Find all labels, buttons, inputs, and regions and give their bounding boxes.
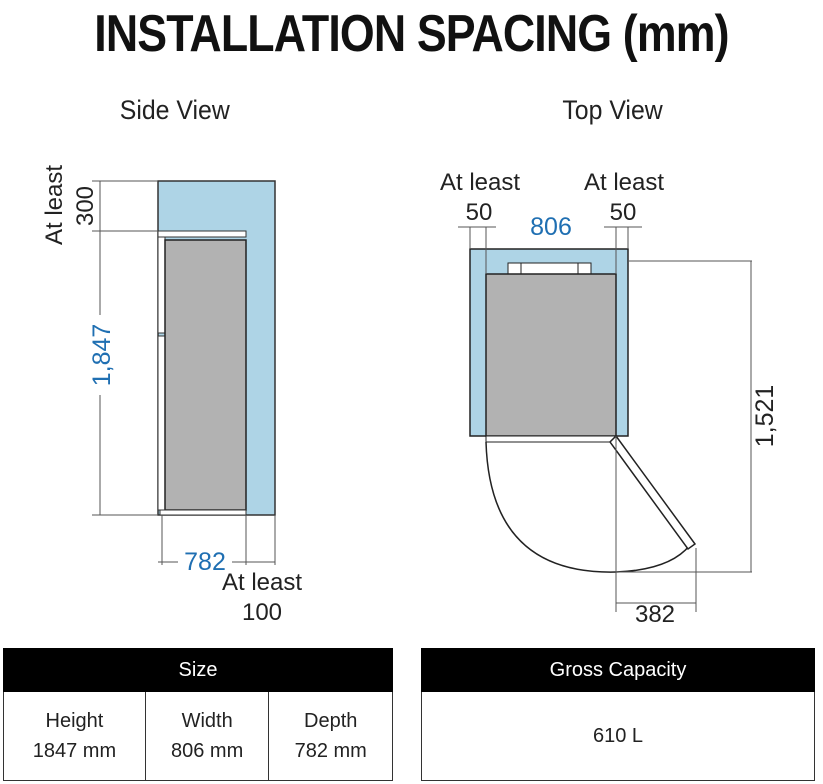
fridge-door-upper — [157, 236, 166, 334]
fridge-body — [164, 239, 247, 511]
top-door-swing-value: 382 — [635, 601, 675, 628]
size-height-cell: Height 1847 mm — [3, 691, 146, 781]
side-height-value: 1,847 — [88, 324, 116, 387]
capacity-value: 610 L — [421, 691, 815, 781]
capacity-table-header: Gross Capacity — [421, 648, 815, 692]
fridge-door-lower — [157, 335, 166, 511]
top-width-value: 806 — [530, 213, 572, 241]
fridge-base — [159, 509, 247, 516]
side-back-clearance-label: At least — [222, 569, 302, 596]
fridge-top-body — [485, 273, 617, 437]
side-top-clearance-label: At least — [41, 165, 68, 245]
top-view — [458, 226, 752, 612]
side-depth-value: 782 — [184, 548, 226, 576]
fridge-top-cap — [157, 230, 247, 238]
top-right-clearance-value: 50 — [610, 199, 637, 226]
side-back-clearance-value: 100 — [242, 599, 282, 626]
side-top-clearance-value: 300 — [72, 186, 99, 226]
handle-bar — [507, 262, 592, 275]
size-depth-label: Depth — [304, 710, 358, 732]
side-view — [92, 180, 276, 565]
door-swing-arc — [485, 441, 691, 573]
top-right-clearance-label: At least — [584, 169, 664, 196]
closed-door — [485, 435, 617, 443]
top-left-clearance-value: 50 — [466, 199, 493, 226]
size-table: Size Height 1847 mm Width 806 mm Depth 782 … — [3, 648, 393, 781]
size-height-label: Height — [45, 710, 104, 732]
size-height-value: 1847 mm — [32, 740, 117, 762]
size-width-value: 806 mm — [171, 740, 244, 762]
size-table-header: Size — [3, 648, 393, 692]
size-width-label: Width — [181, 710, 233, 732]
open-door — [609, 434, 697, 551]
size-depth-value: 782 mm — [294, 740, 367, 762]
top-open-depth-value: 1,521 — [751, 385, 779, 448]
size-depth-cell: Depth 782 mm — [268, 691, 393, 781]
size-width-cell: Width 806 mm — [144, 691, 270, 781]
page-title: INSTALLATION SPACING (mm) — [94, 5, 729, 63]
top-left-clearance-label: At least — [440, 169, 520, 196]
diagram-drawing: At least 300 1,847 782 At least 100 At l… — [41, 165, 779, 628]
side-view-label: Side View — [119, 95, 230, 125]
top-view-label: Top View — [562, 95, 663, 125]
capacity-table: Gross Capacity 610 L — [421, 648, 815, 781]
